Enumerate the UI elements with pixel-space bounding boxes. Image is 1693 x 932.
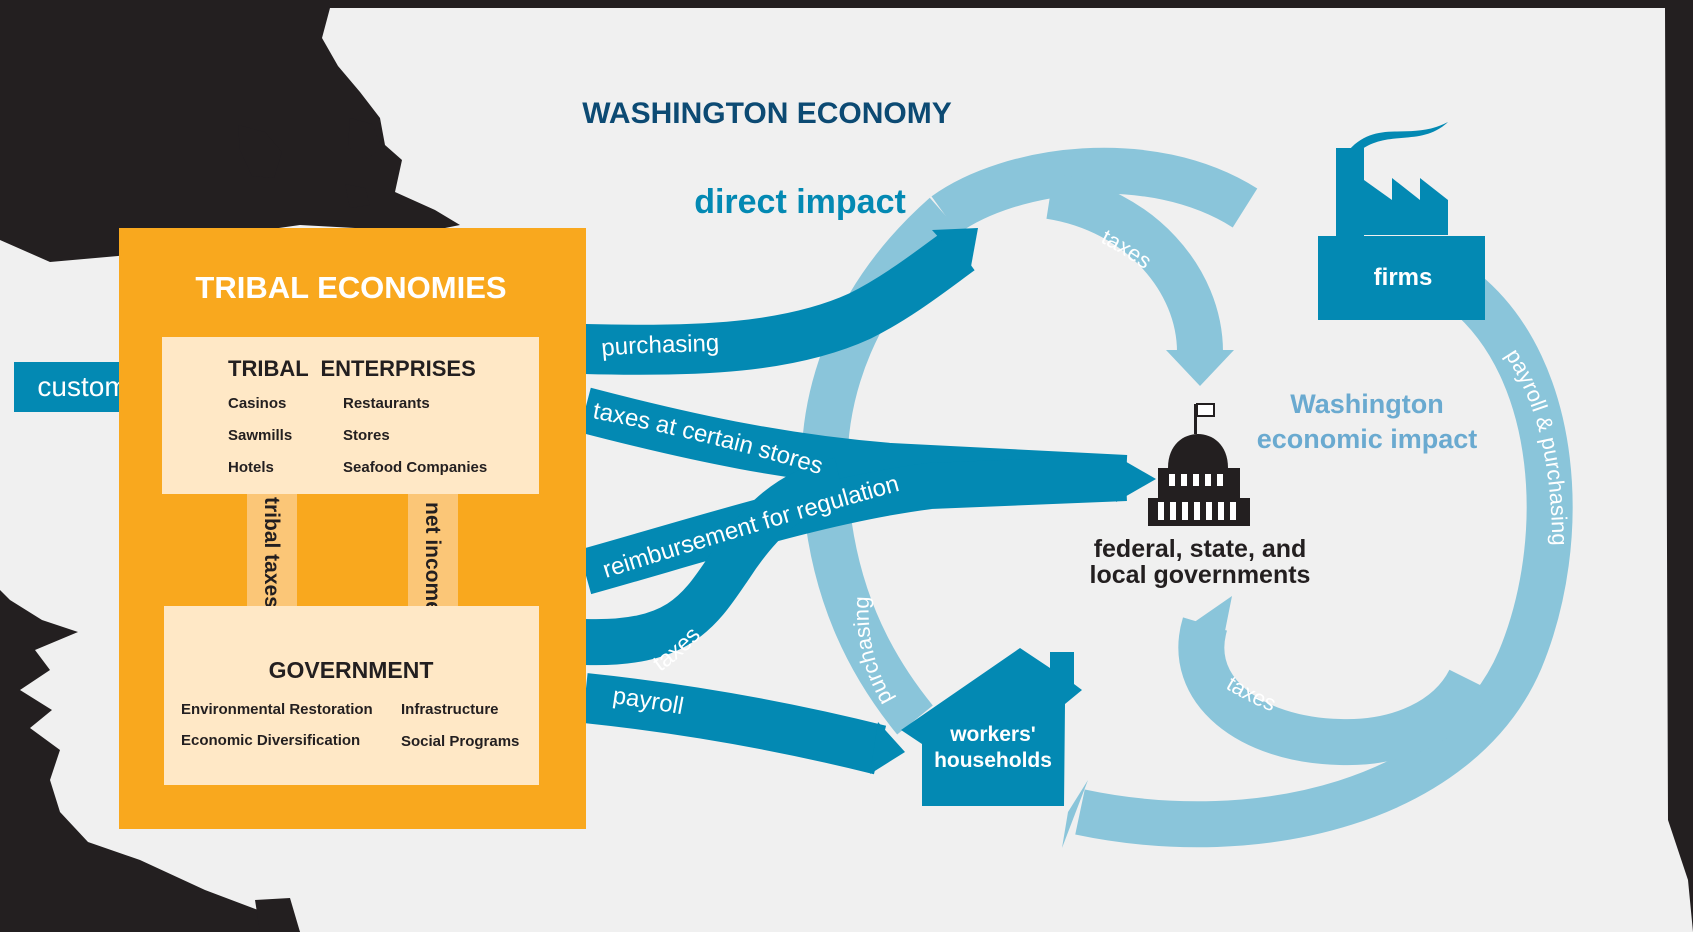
factory-icon: [1336, 122, 1448, 240]
households-label-line1: workers': [949, 723, 1036, 746]
government-panel: [164, 606, 539, 785]
flow-govt-arrowhead: [1116, 456, 1156, 502]
firms-label: firms: [1374, 264, 1433, 291]
government-item: Environmental Restoration: [181, 701, 373, 718]
government-item: Infrastructure: [401, 701, 499, 718]
cycle-taxes-top-arc: [1045, 173, 1223, 353]
flow-taxes-stores: [579, 387, 1128, 501]
tribal-taxes-label: tribal taxes: [260, 497, 283, 608]
enterprise-item: Stores: [343, 427, 390, 444]
governments-label-line2: local governments: [1090, 561, 1311, 589]
government-item: Social Programs: [401, 733, 519, 750]
enterprise-item: Sawmills: [228, 427, 292, 444]
capitol-icon: [1148, 403, 1250, 526]
government-title: GOVERNMENT: [269, 657, 434, 683]
direct-impact-label: direct impact: [694, 183, 906, 221]
wa-impact-label-line2: economic impact: [1257, 424, 1478, 454]
tribal-enterprises-title: TRIBAL ENTERPRISES: [228, 356, 476, 381]
enterprise-item: Restaurants: [343, 395, 430, 412]
government-item: Economic Diversification: [181, 732, 360, 749]
island-mid: [348, 118, 382, 160]
cycle-taxes-bottom-arc: [1178, 617, 1491, 766]
wa-impact-label-line1: Washington: [1290, 389, 1443, 419]
flow-purchasing: [584, 229, 975, 375]
house-icon: [901, 648, 1082, 806]
enterprise-item: Hotels: [228, 459, 274, 476]
diagram-title: WASHINGTON ECONOMY: [582, 97, 951, 130]
cycle-top-arc: [931, 147, 1258, 235]
island-small: [345, 184, 370, 208]
flow-label-purchasing-path: purchasing: [600, 330, 720, 362]
tribal-economies-title: TRIBAL ECONOMIES: [195, 270, 506, 305]
cycle-taxes-top-arrowhead: [1166, 350, 1234, 386]
households-label-line2: households: [934, 749, 1052, 772]
enterprise-item: Seafood Companies: [343, 459, 487, 476]
net-income-label: net income: [421, 502, 444, 613]
flow-purchasing-arrowhead: [932, 228, 978, 272]
cycle-right-arrowhead: [1062, 780, 1088, 848]
flow-label-purchasing: purchasing: [600, 330, 720, 362]
cycle-right-arc: [1075, 274, 1573, 848]
flow-payroll: [582, 673, 887, 775]
island-north: [238, 125, 282, 178]
island-south: [255, 898, 300, 932]
flow-taxes: [584, 457, 846, 666]
enterprise-item: Casinos: [228, 395, 286, 412]
tribal-enterprises-panel: [162, 337, 539, 494]
cycle-taxes-bottom-arrowhead: [1180, 596, 1232, 646]
flow-payroll-arrowhead: [870, 722, 905, 774]
firms-box: [1318, 236, 1485, 320]
governments-label-line1: federal, state, and: [1094, 535, 1307, 563]
